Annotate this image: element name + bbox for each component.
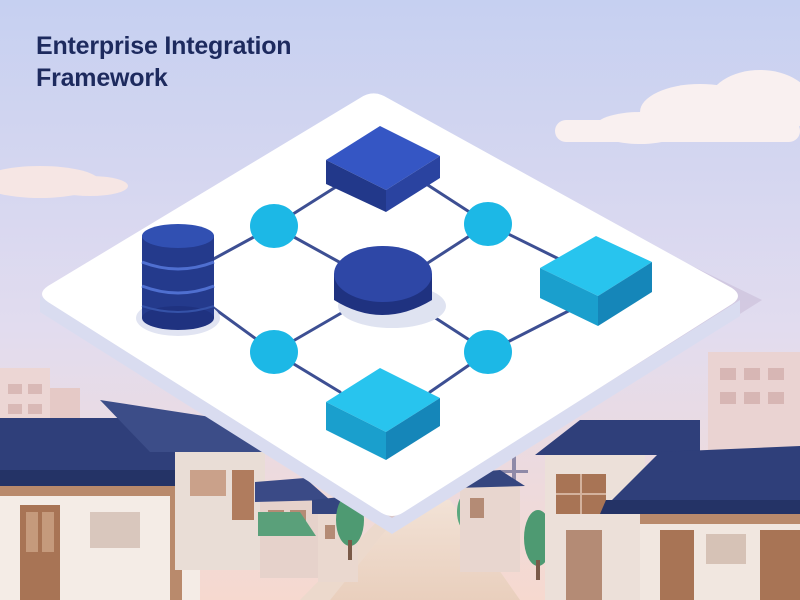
junction-node-bottom-right (464, 330, 512, 374)
background-building-right (708, 352, 800, 462)
house-left-middle (100, 400, 270, 570)
junction-node-bottom-left (250, 330, 298, 374)
junction-node-top-right (464, 202, 512, 246)
cloud-right (555, 70, 800, 144)
house-right-middle (535, 420, 700, 600)
database-cylinder-icon (136, 224, 220, 336)
junction-node-top-left (250, 204, 298, 248)
hanok-house-left (0, 418, 215, 600)
cloud-left (0, 166, 128, 198)
service-block-top (326, 126, 440, 212)
hanok-house-right (600, 446, 800, 600)
central-hub-disc (334, 246, 446, 328)
street (330, 500, 520, 600)
service-block-right (540, 236, 652, 326)
page-title-line-1: Enterprise Integration (36, 32, 292, 60)
page-title-line-2: Framework (36, 64, 168, 92)
service-block-bottom (326, 368, 440, 460)
page-title: Enterprise Integration Framework (36, 30, 456, 94)
